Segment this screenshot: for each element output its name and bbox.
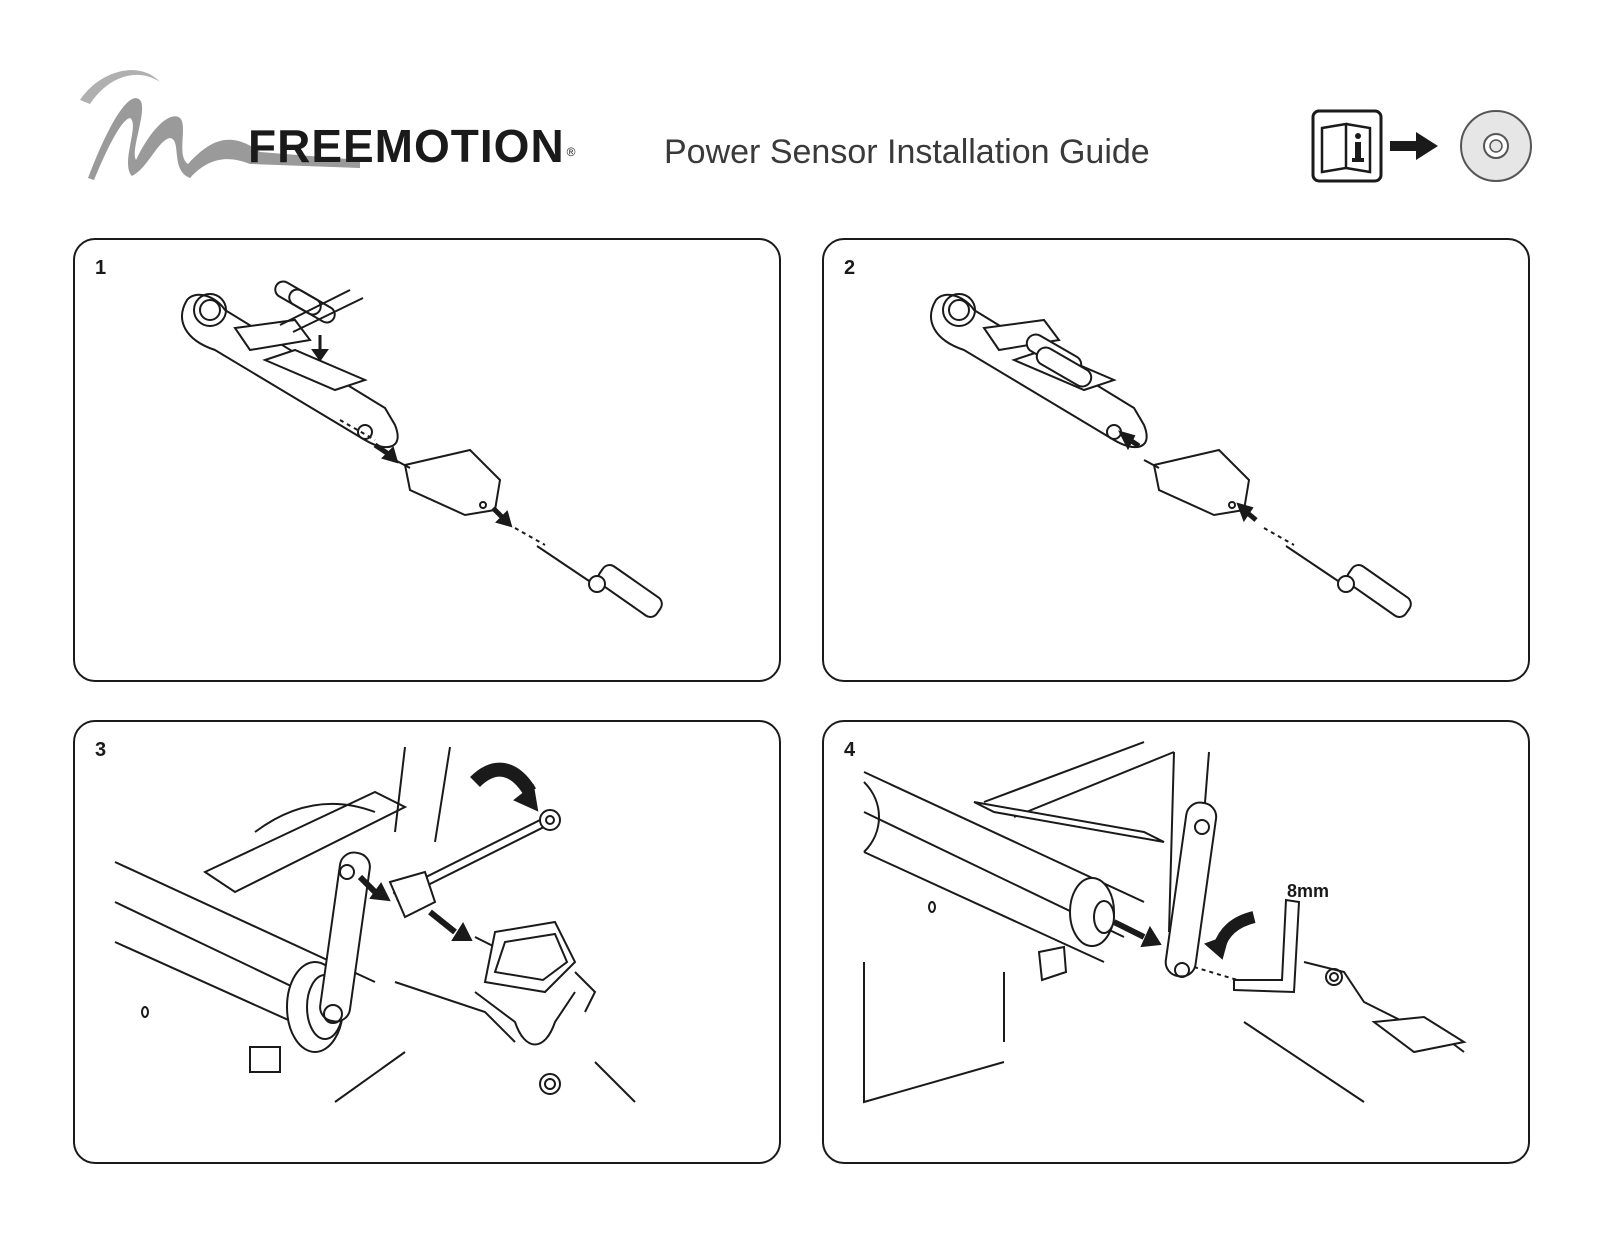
arrow-right-icon [1390,132,1438,160]
step-panel-3: 3 [73,720,781,1164]
disc-icon [1461,111,1531,181]
step-panel-1: 1 [73,238,781,682]
step-panel-2: 2 [822,238,1530,682]
manual-info-icon [1313,111,1381,181]
brand-name: FREEMOTION® [248,118,577,174]
consult-manual-icons [1310,108,1540,184]
step-panel-4: 4 8mm [822,720,1530,1164]
page-title: Power Sensor Installation Guide [664,130,1150,174]
pedal-removal-wrench-illustration [75,722,779,1162]
crank-install-hex-key-illustration [824,722,1528,1162]
battery-insert-crank-illustration [75,240,779,680]
page-header: FREEMOTION® Power Sensor Installation Gu… [0,0,1600,220]
sensor-cover-assembly-illustration [824,240,1528,680]
